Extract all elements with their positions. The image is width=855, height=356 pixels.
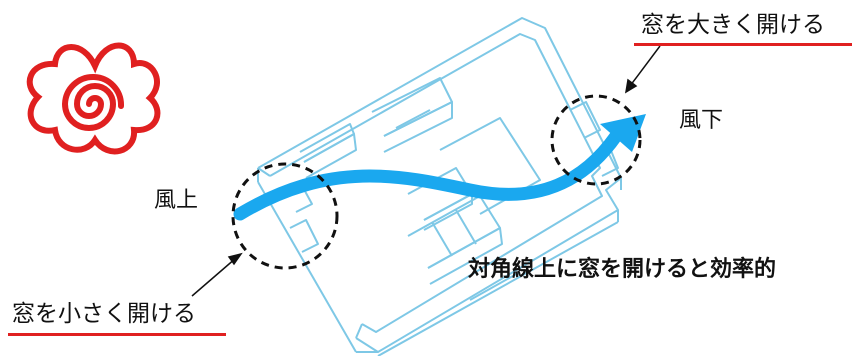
diagonal-window-caption: 対角線上に窓を開けると効率的 xyxy=(468,257,777,282)
pointer-top xyxy=(624,45,661,94)
upwind-label: 風上 xyxy=(154,188,199,213)
open-window-small-label: 窓を小さく開ける xyxy=(12,301,196,327)
open-window-large-label: 窓を大きく開ける xyxy=(641,12,825,38)
outlet-highlight-circle xyxy=(550,94,642,186)
red-spiral-flower-icon xyxy=(26,42,161,155)
downwind-label: 風下 xyxy=(679,108,724,133)
room-outer-wall xyxy=(257,17,622,353)
pointer-bottom xyxy=(191,252,243,297)
open-window-small-underline xyxy=(8,333,226,336)
airflow-arrow xyxy=(233,114,646,221)
open-window-large-underline xyxy=(634,43,852,46)
room-inner-wall xyxy=(269,33,603,333)
room-floorplan xyxy=(257,17,622,356)
inlet-highlight-circle xyxy=(231,162,339,270)
